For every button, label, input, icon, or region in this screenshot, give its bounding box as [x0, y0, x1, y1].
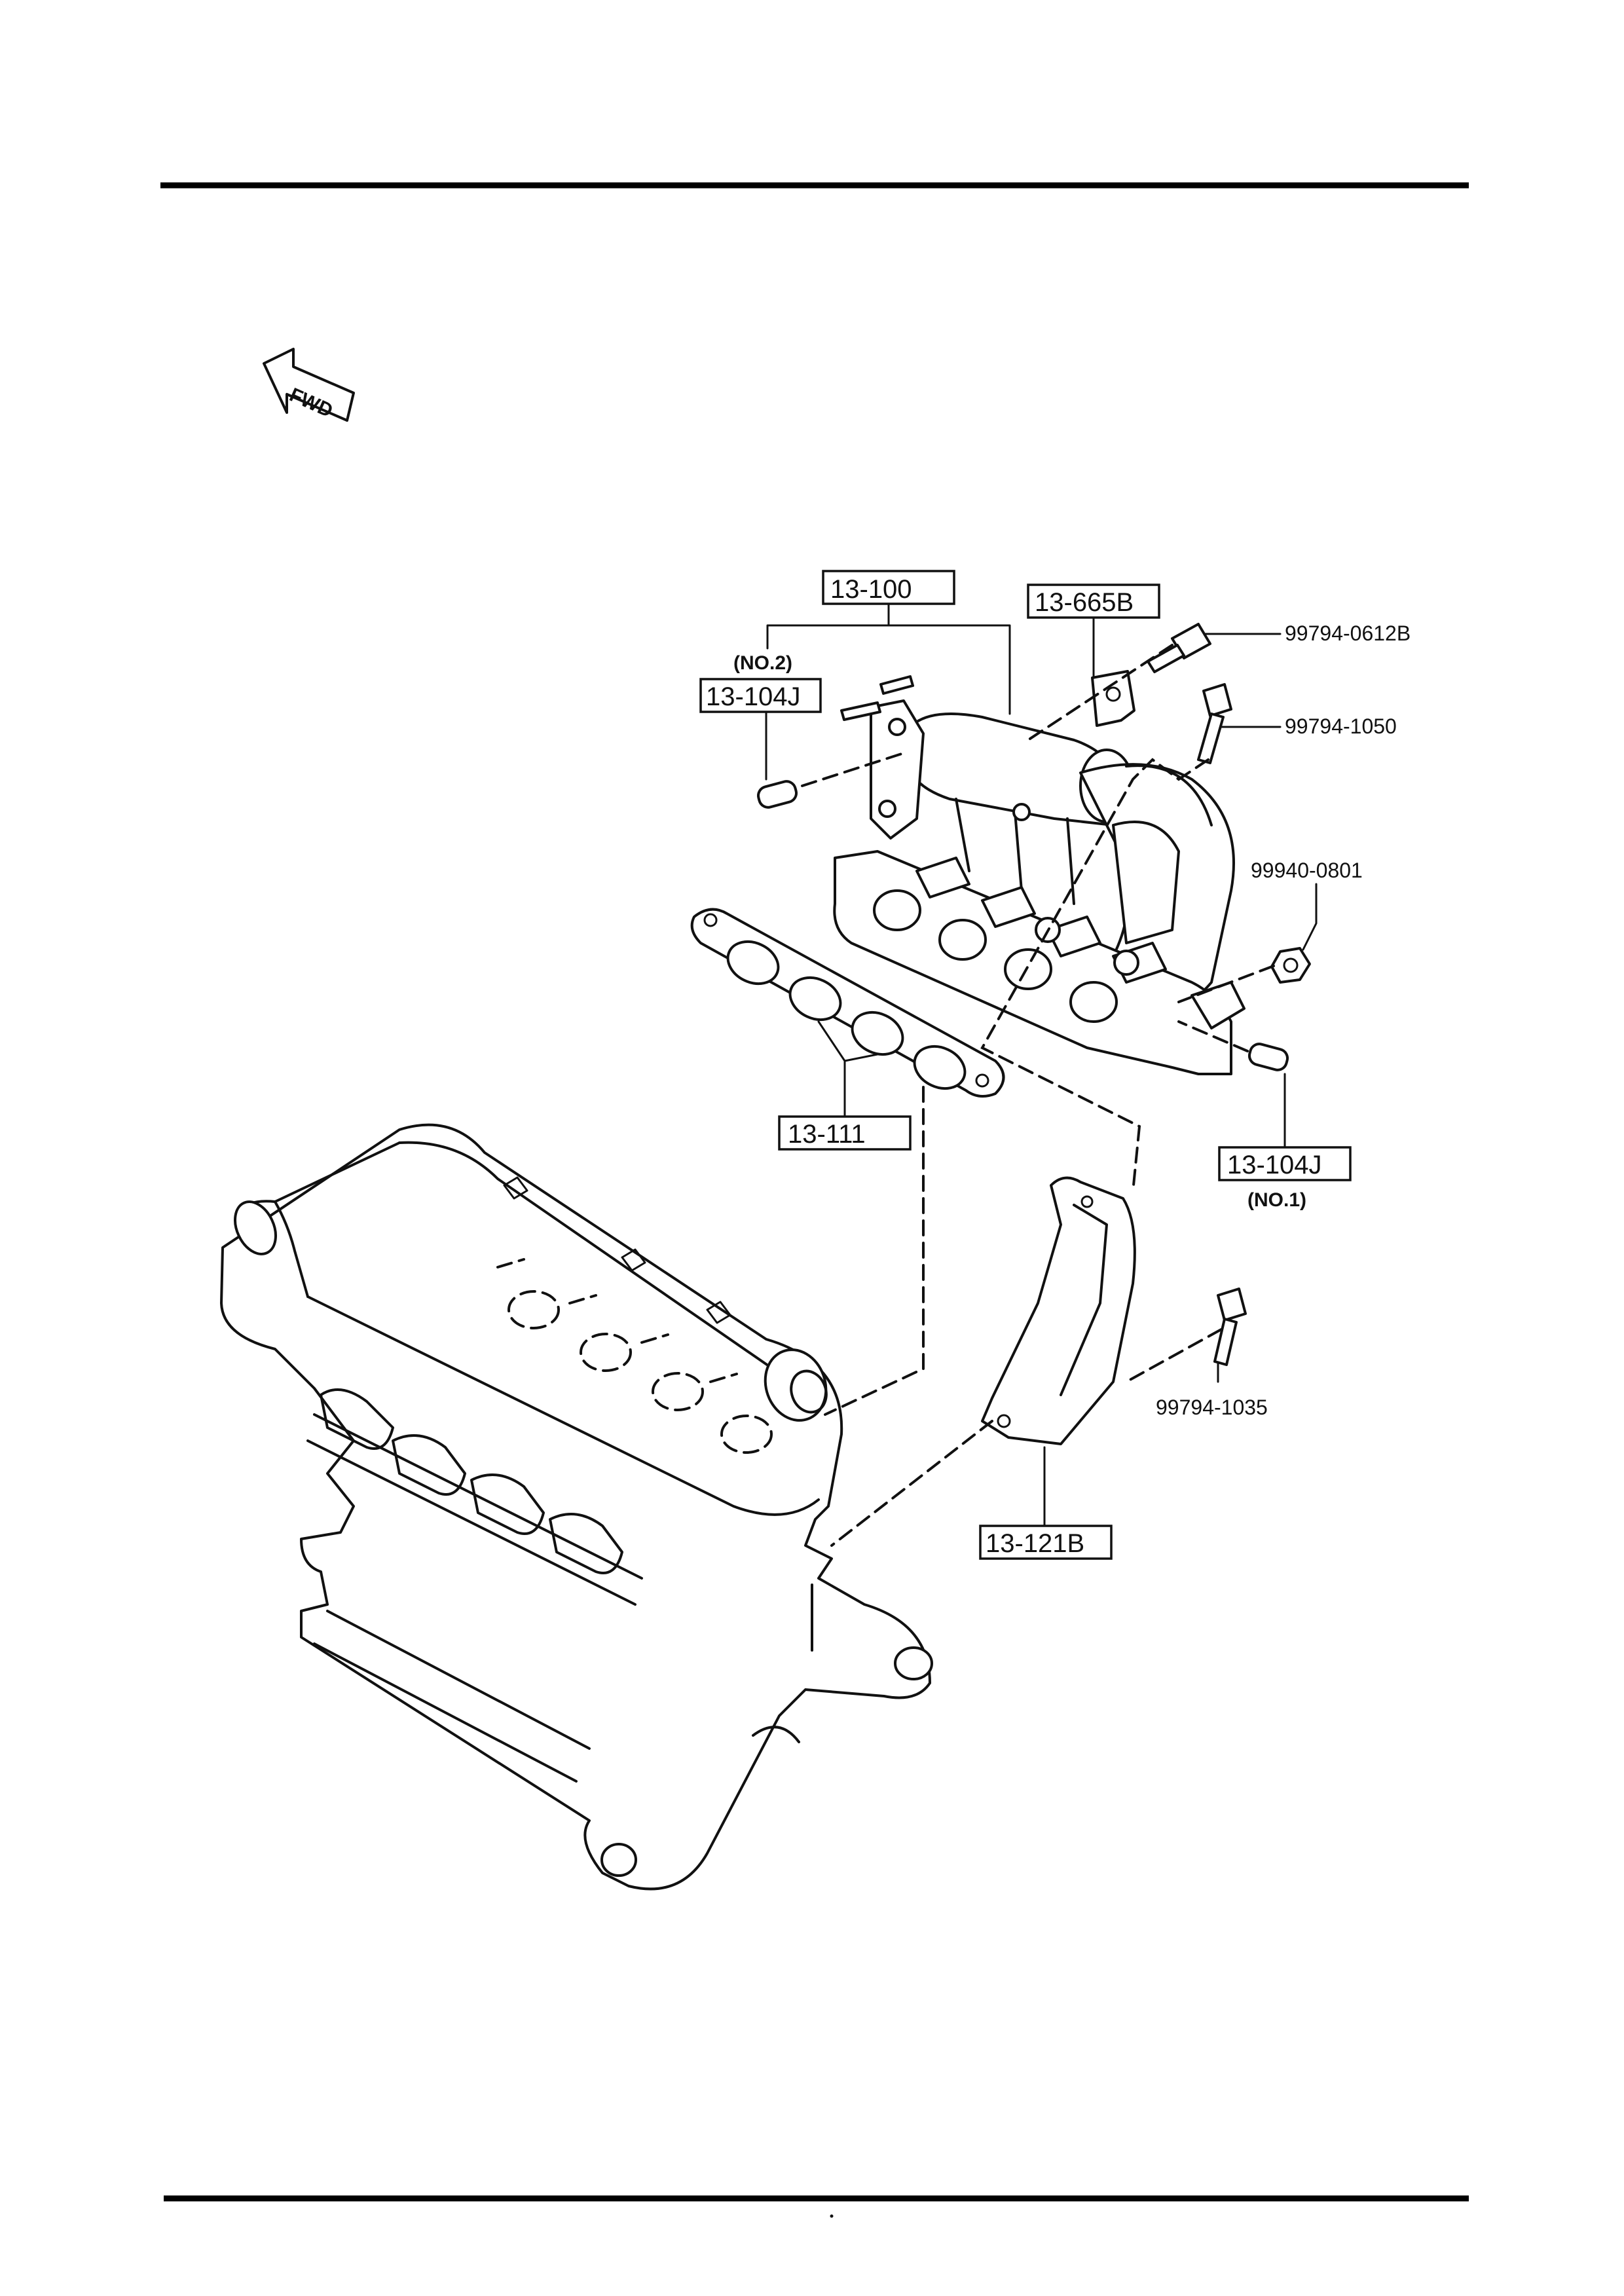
- bolt-99794-0612b: [1147, 623, 1211, 673]
- callout-13-100: 13-100: [766, 570, 1011, 715]
- label-99940-0801: 99940-0801: [1251, 859, 1363, 882]
- bolt-99794-1050: [1197, 683, 1232, 764]
- label-13-665b: 13-665B: [1035, 588, 1134, 617]
- label-13-104j-no2: 13-104J: [706, 682, 801, 711]
- label-13-121b: 13-121B: [986, 1529, 1084, 1558]
- reference-lines: [801, 644, 1275, 1547]
- callout-13-665b: 13-665B: [1027, 583, 1160, 679]
- label-99794-1035: 99794-1035: [1156, 1396, 1268, 1419]
- bracket-13-665b: [1091, 670, 1135, 727]
- fwd-arrow-icon: FWD: [263, 348, 355, 422]
- callout-13-111: 13-111: [778, 1020, 912, 1151]
- dowel-pin-no1: [1247, 1043, 1289, 1071]
- label-13-104j-no1: 13-104J: [1227, 1151, 1322, 1179]
- label-13-100: 13-100: [830, 575, 912, 604]
- label-13-104j-no1-note: (NO.1): [1247, 1189, 1306, 1211]
- nut-99940-0801: [1270, 947, 1311, 984]
- label-13-104j-no2-note: (NO.2): [733, 652, 792, 674]
- dowel-pin-no2: [756, 780, 798, 809]
- page-dot: [830, 2214, 834, 2218]
- label-99794-0612b: 99794-0612B: [1285, 621, 1411, 645]
- bolt-99794-1035: [1213, 1287, 1247, 1366]
- engine-block: [220, 1123, 933, 1891]
- callout-13-104j-no2: 13-104J: [699, 678, 822, 781]
- intake-manifold: [833, 675, 1246, 1075]
- callout-13-121b: 13-121B: [979, 1446, 1113, 1560]
- bracket-13-121b: [981, 1176, 1136, 1445]
- label-99794-1050: 99794-1050: [1285, 714, 1397, 738]
- leader-99940-0801: [1302, 883, 1318, 951]
- manifold-gasket: [690, 908, 1005, 1098]
- label-13-111: 13-111: [788, 1120, 866, 1149]
- callout-13-104j-no1: 13-104J: [1218, 1073, 1352, 1181]
